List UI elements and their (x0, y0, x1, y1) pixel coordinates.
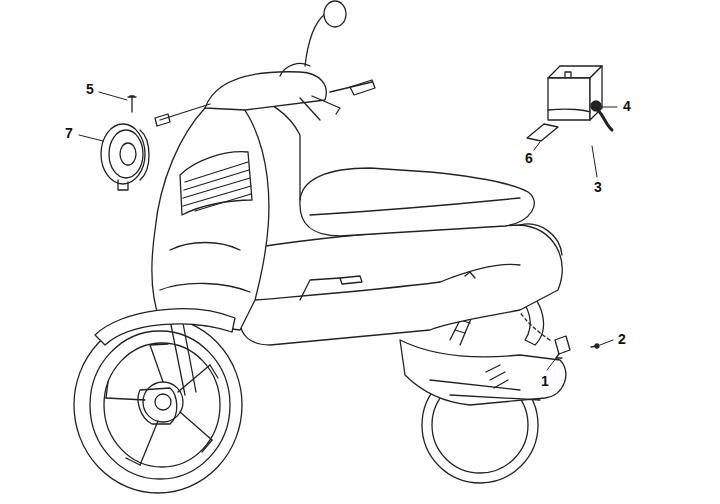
battery (548, 66, 612, 130)
screw (128, 96, 136, 112)
wire (520, 312, 550, 340)
callout-number: 5 (86, 81, 94, 97)
horn (101, 96, 149, 190)
callout-number: 2 (618, 331, 626, 347)
seat-seam (310, 198, 520, 215)
handlebar (155, 1, 375, 126)
front-fork (170, 318, 196, 395)
callout-number: 7 (65, 125, 73, 141)
leader-lines (79, 92, 617, 370)
callout-number: 4 (623, 98, 631, 114)
front-wheel (74, 317, 242, 493)
callout-number: 1 (541, 373, 549, 389)
front-fender (95, 309, 235, 345)
grille (180, 152, 252, 215)
seat (300, 168, 534, 236)
front-shield (152, 95, 300, 330)
switch (555, 336, 599, 358)
body (240, 224, 562, 345)
battery-pad (527, 124, 558, 141)
callout-number: 6 (525, 150, 533, 166)
callout-number: 3 (594, 179, 602, 195)
